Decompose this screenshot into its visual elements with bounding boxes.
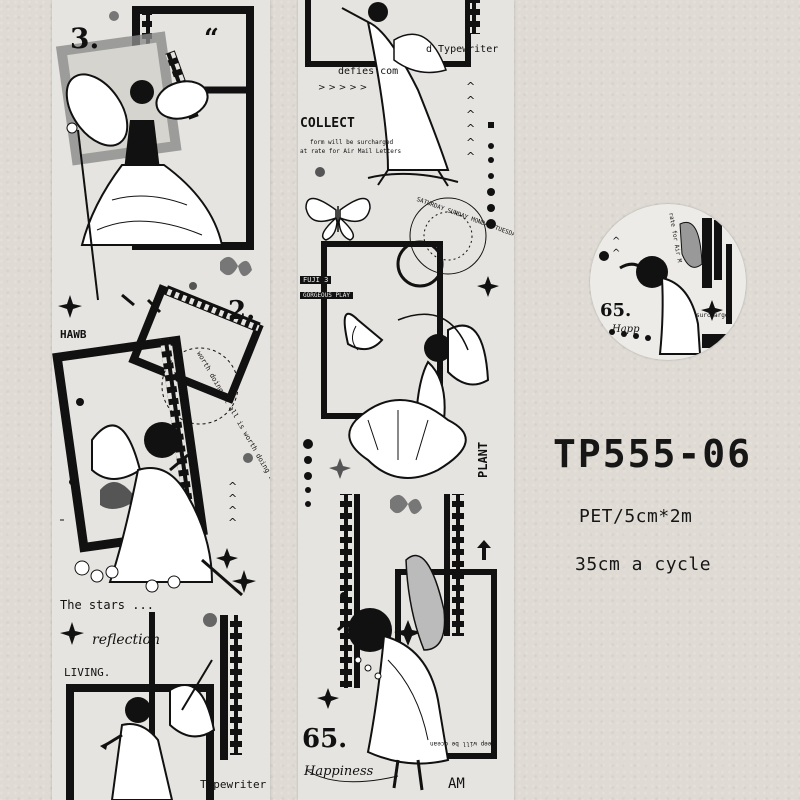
swatch-surcharged-text: surcharged xyxy=(696,312,733,319)
svg-text:^: ^ xyxy=(228,480,237,493)
film-perforation xyxy=(340,494,352,688)
number-65: 65. xyxy=(302,724,348,754)
typewriter-text: Typewriter xyxy=(200,778,267,791)
svg-text:> > > > >: > > > > > xyxy=(318,83,367,93)
product-cycle: 35cm a cycle xyxy=(575,554,712,575)
tape-swatch-circle: ^ ^ 65. Happ surcharged rate for Air M xyxy=(590,204,746,360)
collect-subtext-1: form will be surcharged xyxy=(310,139,394,146)
film-perforation xyxy=(452,494,464,636)
fairy-illustration-2 xyxy=(74,422,243,597)
deep-text: Deep will be ocean xyxy=(430,740,496,747)
swatch-art: ^ ^ xyxy=(597,218,738,355)
svg-text:^: ^ xyxy=(228,504,237,517)
svg-text:^: ^ xyxy=(466,80,475,93)
svg-text:^: ^ xyxy=(612,248,620,259)
fairy-illustration-6 xyxy=(336,554,450,791)
stars-text: The stars ... xyxy=(60,598,154,612)
film-perforation xyxy=(470,0,480,34)
collect-heading: COLLECT xyxy=(300,116,355,131)
fairy-illustration-1 xyxy=(65,73,224,314)
svg-text:^: ^ xyxy=(228,516,237,529)
defies-text: defies com xyxy=(338,66,399,77)
svg-text:^: ^ xyxy=(466,136,475,149)
fairy-illustration-3 xyxy=(103,659,216,800)
film-frame xyxy=(66,684,214,800)
tape-strip-left-art: ^ ^ ^ ^ xyxy=(52,6,264,800)
svg-text:^: ^ xyxy=(228,492,237,505)
hawb-label: HAWB xyxy=(60,328,87,341)
number-2: 2. xyxy=(228,296,256,326)
svg-text:^: ^ xyxy=(466,94,475,107)
svg-text:^: ^ xyxy=(466,150,475,163)
film-perforation xyxy=(164,285,261,332)
fuji-tag: FUJI 3 xyxy=(300,276,332,284)
swatch-happy-text: Happ xyxy=(612,324,640,335)
tape-strip-left: ^ ^ ^ ^ 3. “ 2. HAWB xyxy=(52,0,270,800)
am-label: AM xyxy=(448,776,465,792)
fairy-illustration-5 xyxy=(343,313,490,479)
tape-strip-right-art: > > > > > ^ ^ ^ ^ ^ ^ xyxy=(303,0,499,791)
gorgeous-tag: GORGEOUS PLAY xyxy=(300,292,353,299)
product-code: TP555-06 xyxy=(553,432,753,476)
tape-strip-right: > > > > > ^ ^ ^ ^ ^ ^ xyxy=(298,0,514,800)
svg-text:^: ^ xyxy=(612,236,620,247)
plant-label: PLANT xyxy=(476,441,490,478)
typewriter-text: d Typewriter xyxy=(426,44,499,55)
product-spec: PET/5cm*2m xyxy=(579,506,693,527)
fairy-illustration-4 xyxy=(341,2,459,187)
svg-text:^: ^ xyxy=(466,122,475,135)
collect-subtext-2: at rate for Air Mail Letters xyxy=(300,148,402,155)
living-text: LIVING. xyxy=(64,666,111,679)
happiness-text: Happiness xyxy=(304,764,374,779)
number-3: 3. xyxy=(70,22,100,55)
reflection-text: reflection xyxy=(92,632,160,648)
butterfly-illustration xyxy=(305,197,371,241)
quote-mark: “ xyxy=(204,24,219,54)
film-perforation xyxy=(230,615,242,755)
svg-text:^: ^ xyxy=(466,108,475,121)
swatch-number: 65. xyxy=(600,300,632,321)
